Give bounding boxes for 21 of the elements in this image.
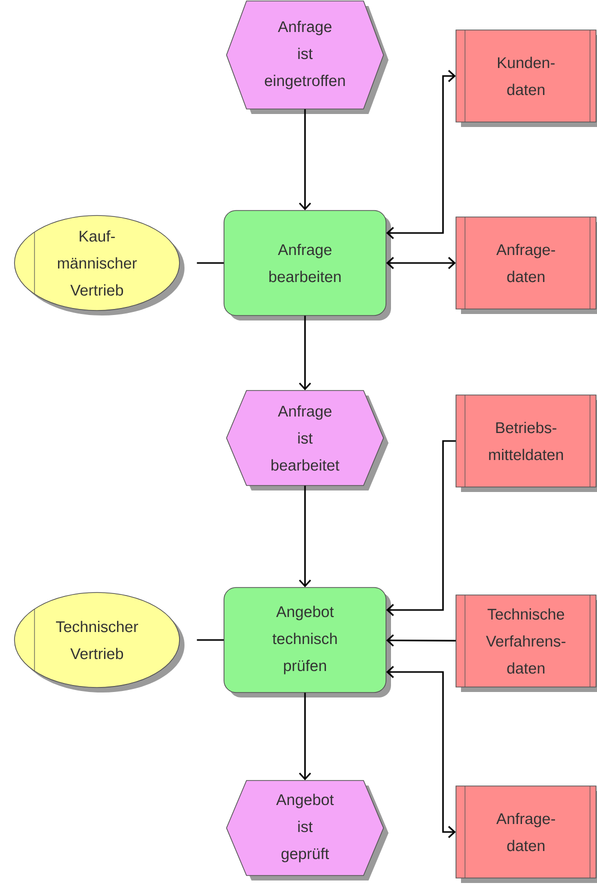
event-hexagon: Anfrage ist bearbeitet (226, 390, 388, 490)
data-box: Anfrage- daten (456, 786, 597, 883)
data-box: Technische Verfahrens- daten (456, 594, 597, 692)
arrow (298, 486, 312, 588)
arrow (298, 692, 312, 780)
arrow (386, 70, 456, 240)
arrow (386, 634, 456, 646)
connector-line (196, 262, 224, 264)
connector-line (196, 639, 224, 641)
event-hexagon: Angebot ist geprüft (226, 780, 388, 880)
event-hexagon: Anfrage ist eingetroffen (226, 0, 388, 114)
function-box: Anfrage bearbeiten (224, 210, 391, 320)
data-box: Kunden- daten (456, 30, 597, 127)
function-box: Angebot technisch prüfen (224, 587, 391, 698)
arrow (298, 316, 312, 390)
arrow (386, 256, 456, 270)
arrow (298, 109, 312, 210)
data-box: Anfrage- daten (456, 216, 597, 314)
arrow (386, 440, 456, 616)
arrow (386, 666, 456, 838)
data-box: Betriebs- mitteldaten (456, 394, 597, 492)
